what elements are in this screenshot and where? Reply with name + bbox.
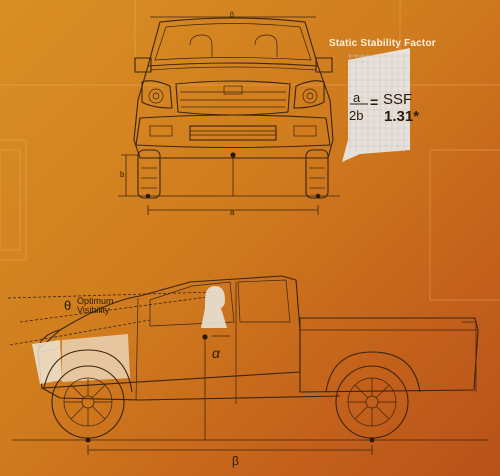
ssf-numerator: a	[353, 90, 361, 105]
ssf-graph-card	[342, 48, 410, 162]
alpha-dimension-label: α	[212, 345, 220, 361]
ssf-equals-sign: =	[370, 94, 379, 110]
wheelbase-label: β	[232, 454, 239, 468]
cg-height-label: b	[120, 170, 125, 179]
track-width-label: a	[230, 208, 235, 217]
visibility-word: Visibility	[77, 305, 110, 315]
front-top-dimension-label: β	[230, 12, 235, 19]
background-frames	[0, 0, 500, 301]
front-view-vehicle	[118, 16, 340, 215]
ssf-title: Static Stability Factor	[329, 38, 436, 49]
ssf-label: SSF	[383, 91, 413, 108]
side-view-vehicle	[7, 275, 488, 455]
optimum-visibility-label: Optimum Visibility	[77, 297, 114, 315]
ssf-value: 1.31*	[384, 108, 420, 125]
ssf-denominator: 2b	[349, 108, 364, 123]
visibility-angle-symbol: θ	[64, 298, 72, 313]
optimum-word: Optimum	[77, 296, 114, 306]
